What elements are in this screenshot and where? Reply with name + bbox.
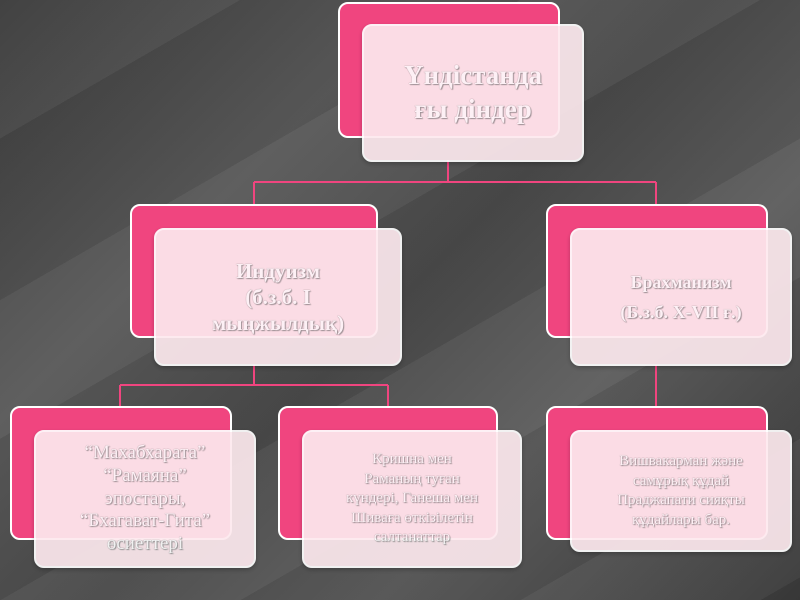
- epics-line-5: өсиеттері: [106, 533, 184, 555]
- brahmanism-line-2: (Б.з.б. X-VII ғ.): [620, 302, 742, 322]
- gods-line-3: Праджапати сияқты: [617, 492, 745, 508]
- hinduism-label: Индуизм (б.з.б. I мыңжылдық): [208, 258, 348, 337]
- epics-line-2: “Рамаяна”: [103, 464, 187, 486]
- root-line-1: Үндістанда: [403, 60, 542, 91]
- brahmanism-line-1: Брахманизм: [630, 271, 732, 292]
- gods-line-4: құдайлары бар.: [631, 511, 731, 528]
- gods-line-1: Вишвакарман және: [619, 453, 743, 469]
- epics-line-3: эпостары,: [104, 487, 186, 509]
- hinduism-line-1: Индуизм: [235, 258, 321, 283]
- festivals-line-1: Кришна мен: [372, 451, 452, 468]
- hinduism-line-2: (б.з.б. I: [245, 284, 311, 309]
- festivals-line-5: салтанаттар: [373, 529, 451, 546]
- brahmanism-front-box: Брахманизм (Б.з.б. X-VII ғ.): [570, 228, 792, 366]
- festivals-line-3: күндері, Ганеша мен: [345, 490, 479, 507]
- festivals-front-box: Кришна мен Раманың туған күндері, Ганеша…: [302, 430, 522, 568]
- brahmanism-label: Брахманизм (Б.з.б. X-VII ғ.): [616, 271, 745, 324]
- epics-label: “Махабхарата” “Рамаяна” эпостары, “Бхага…: [76, 442, 214, 556]
- festivals-line-2: Раманың туған: [364, 470, 460, 487]
- hinduism-front-box: Индуизм (б.з.б. I мыңжылдық): [154, 228, 402, 366]
- gods-line-2: самұрық құдай: [632, 472, 730, 489]
- epics-front-box: “Махабхарата” “Рамаяна” эпостары, “Бхага…: [34, 430, 256, 568]
- festivals-line-4: Шиваға өткізілетін: [351, 509, 473, 526]
- hinduism-line-3: мыңжылдық): [211, 311, 345, 336]
- gods-front-box: Вишвакарман және самұрық құдай Праджапат…: [570, 430, 792, 552]
- root-label: Үндістанда ғы діндер: [400, 59, 546, 127]
- gods-label: Вишвакарман және самұрық құдай Праджапат…: [613, 452, 749, 530]
- root-front-box: Үндістанда ғы діндер: [362, 24, 584, 162]
- epics-line-1: “Махабхарата”: [84, 442, 206, 463]
- epics-line-4: “Бхагават-Гита”: [79, 510, 211, 532]
- festivals-label: Кришна мен Раманың туған күндері, Ганеша…: [342, 450, 482, 548]
- root-line-2: ғы діндер: [414, 94, 532, 124]
